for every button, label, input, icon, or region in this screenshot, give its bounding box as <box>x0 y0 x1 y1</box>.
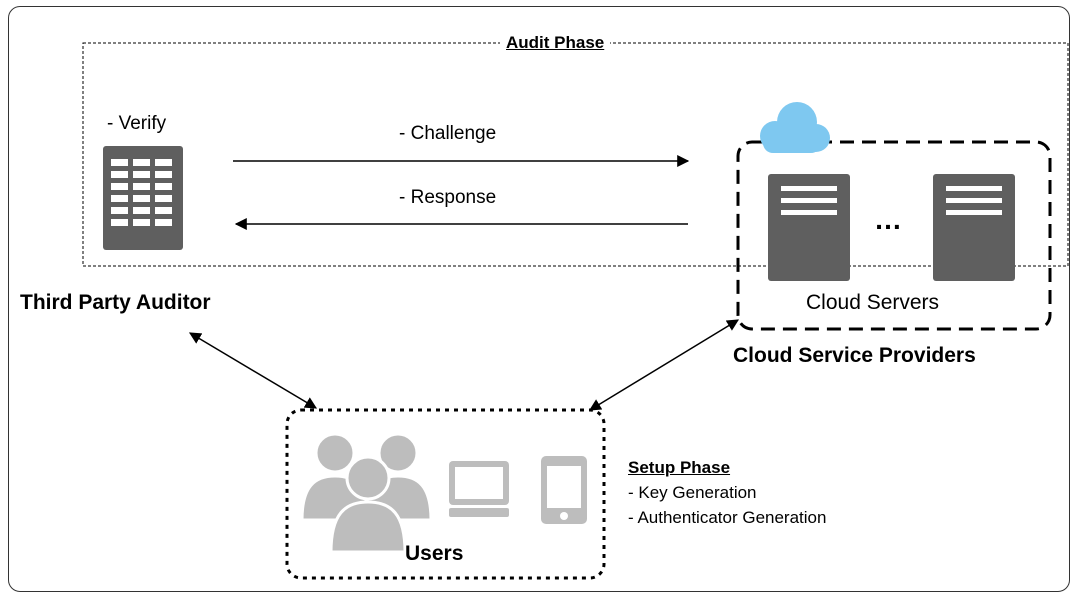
desktop-computer-icon <box>449 461 509 517</box>
setup-phase-title: Setup Phase <box>628 458 731 477</box>
building-window <box>155 195 172 202</box>
setup-phase-block: Setup Phase - Key Generation - Authentic… <box>628 458 826 528</box>
building-window <box>133 207 150 214</box>
audit-phase-box <box>82 42 1069 267</box>
response-label: - Response <box>399 187 497 208</box>
building-window <box>111 171 128 178</box>
building-window <box>111 219 128 226</box>
building-window <box>155 207 172 214</box>
third-party-auditor-label: Third Party Auditor <box>20 291 211 314</box>
users-box <box>285 408 606 580</box>
verify-label: - Verify <box>107 113 167 134</box>
building-window <box>155 219 172 226</box>
cloud-icon <box>760 102 830 153</box>
building-window <box>111 207 128 214</box>
building-window <box>155 183 172 190</box>
smartphone-icon <box>541 456 587 524</box>
building-window <box>155 171 172 178</box>
building-window <box>133 159 150 166</box>
server-icon <box>768 174 850 281</box>
building-window <box>133 171 150 178</box>
building-window <box>155 159 172 166</box>
building-window <box>111 159 128 166</box>
servers-ellipsis: … <box>874 204 902 235</box>
setup-item-key-generation: - Key Generation <box>628 483 757 502</box>
building-window <box>133 219 150 226</box>
challenge-label: - Challenge <box>399 123 497 144</box>
building-window <box>133 183 150 190</box>
server-icon <box>933 174 1015 281</box>
auditor-users-arrow <box>188 332 318 409</box>
cloud-users-arrow <box>588 319 740 411</box>
building-window <box>111 195 128 202</box>
users-label: Users <box>405 542 464 565</box>
audit-phase-title: Audit Phase <box>500 34 611 51</box>
cloud-service-providers-label: Cloud Service Providers <box>733 344 976 367</box>
building-icon <box>103 146 183 250</box>
cloud-servers-label: Cloud Servers <box>806 291 940 314</box>
diagram-frame <box>8 6 1070 592</box>
cloud-servers-box <box>736 140 1052 331</box>
users-group-icon <box>300 432 433 554</box>
building-window <box>111 183 128 190</box>
setup-item-authenticator-generation: - Authenticator Generation <box>628 508 827 527</box>
building-window <box>133 195 150 202</box>
